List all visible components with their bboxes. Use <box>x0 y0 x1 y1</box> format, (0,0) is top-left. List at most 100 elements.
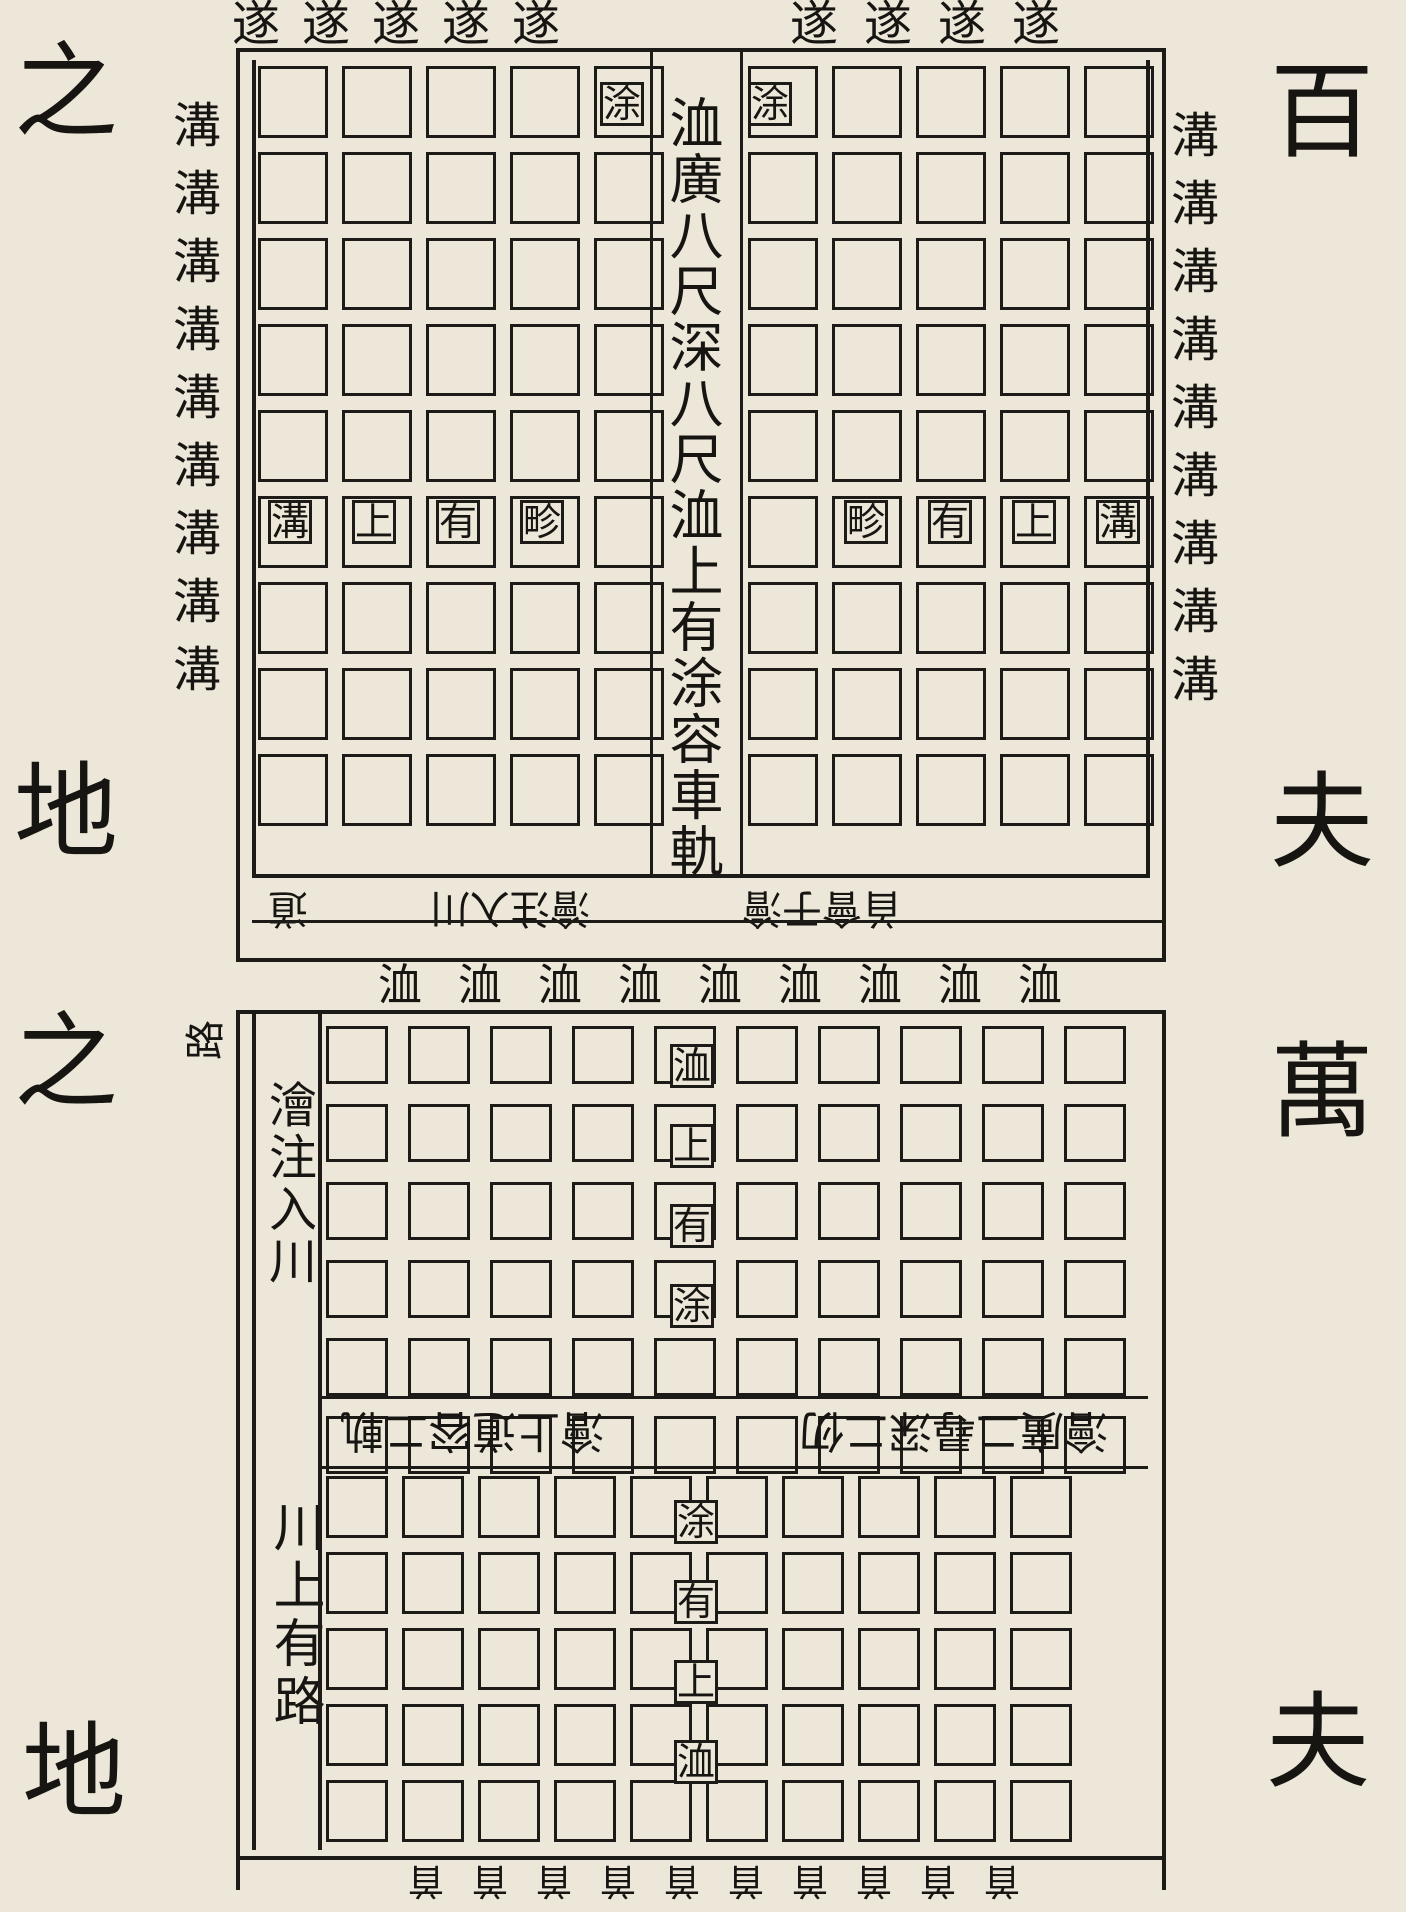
bottom-upper-cell <box>572 1026 634 1084</box>
bottom-upper-cell <box>490 1416 552 1474</box>
bottom-lower-marker: 上 <box>674 1660 718 1704</box>
bottom-inner-left <box>252 1014 256 1850</box>
top-left-cell <box>510 496 580 568</box>
bottom-lower-cell <box>858 1552 920 1614</box>
bottom-upper-cell <box>1064 1026 1126 1084</box>
top-left-cell <box>594 754 664 826</box>
top-left-cell <box>510 410 580 482</box>
center-note-xu: 洫廣八尺深八尺洫上有涂容車軌 <box>660 95 723 879</box>
top-left-marker: 溝 <box>268 500 312 544</box>
top-left-cell <box>426 754 496 826</box>
top-left-cell <box>342 410 412 482</box>
top-left-cell <box>594 238 664 310</box>
top-right-cell <box>1000 66 1070 138</box>
left-char-1: 之 <box>14 31 119 153</box>
bottom-upper-cell <box>982 1182 1044 1240</box>
bottom-lower-cell <box>630 1704 692 1766</box>
top-left-cell <box>510 152 580 224</box>
top-left-cell <box>594 668 664 740</box>
bottom-upper-cell <box>1064 1104 1126 1162</box>
bottom-upper-cell <box>982 1026 1044 1084</box>
top-right-cell <box>1084 668 1154 740</box>
top-left-cell <box>510 324 580 396</box>
bottom-center-marker: 洫 <box>670 1044 714 1088</box>
top-right-cell <box>916 496 986 568</box>
top-frame-top <box>236 48 1166 52</box>
top-left-marker: 有 <box>436 500 480 544</box>
bottom-upper-cell <box>654 1338 716 1396</box>
bottom-lower-cell <box>402 1552 464 1614</box>
top-right-cell <box>916 238 986 310</box>
top-left-cell <box>594 410 664 482</box>
bottom-upper-cell <box>1064 1260 1126 1318</box>
bottom-lower-cell <box>402 1476 464 1538</box>
top-right-cell <box>916 410 986 482</box>
left-char-3: 之 <box>14 1001 119 1123</box>
top-frame-right <box>1162 48 1166 962</box>
top-left-cell <box>594 152 664 224</box>
top-left-cell <box>426 668 496 740</box>
bottom-lower-cell <box>782 1476 844 1538</box>
bottom-lower-cell <box>1010 1552 1072 1614</box>
bottom-upper-cell <box>408 1182 470 1240</box>
bottom-center-marker: 有 <box>670 1204 714 1248</box>
top-left-marker: 畛 <box>520 500 564 544</box>
top-left-cell <box>594 582 664 654</box>
bottom-upper-cell <box>900 1260 962 1318</box>
top-left-cell <box>426 582 496 654</box>
bottom-lower-cell <box>326 1780 388 1842</box>
top-left-cell <box>426 410 496 482</box>
top-band-line <box>252 920 1162 923</box>
bottom-lower-cell <box>934 1476 996 1538</box>
bottom-upper-cell <box>326 1338 388 1396</box>
bottom-lower-cell <box>478 1704 540 1766</box>
top-left-cell <box>594 66 664 138</box>
bottom-lower-cell <box>934 1780 996 1842</box>
top-right-cell <box>1000 324 1070 396</box>
bottom-lower-cell <box>706 1704 768 1766</box>
bottom-upper-cell <box>736 1026 798 1084</box>
top-right-cell <box>832 66 902 138</box>
bottom-lower-cell <box>326 1628 388 1690</box>
bottom-lower-cell <box>402 1704 464 1766</box>
bottom-upper-cell <box>1064 1338 1126 1396</box>
top-right-cell <box>1084 582 1154 654</box>
bottom-upper-cell <box>982 1104 1044 1162</box>
bottom-lower-cell <box>554 1552 616 1614</box>
top-left-cell <box>426 496 496 568</box>
bottom-lower-cell <box>934 1628 996 1690</box>
bottom-lower-cell <box>858 1476 920 1538</box>
bottom-lower-cell <box>478 1476 540 1538</box>
bottom-upper-cell <box>818 1416 880 1474</box>
right-char-1: 百 <box>1270 51 1375 173</box>
top-right-cell <box>1084 496 1154 568</box>
bottom-upper-cell <box>900 1338 962 1396</box>
top-left-cell <box>426 66 496 138</box>
top-left-cell <box>258 324 328 396</box>
top-right-marker: 溝 <box>1096 500 1140 544</box>
top-right-cell <box>832 754 902 826</box>
top-frame-bottom <box>236 958 1166 962</box>
bottom-lower-cell <box>630 1780 692 1842</box>
top-left-cell <box>594 324 664 396</box>
bottom-band-bottom <box>322 1466 1148 1469</box>
bottom-upper-cell <box>818 1338 880 1396</box>
band-kuai-width: 澮廣二尋深二仞 <box>800 1405 1108 1456</box>
top-left-cell <box>258 66 328 138</box>
top-left-cell <box>258 496 328 568</box>
left-char-4: 地 <box>22 1711 127 1833</box>
center-col-left <box>650 52 653 878</box>
top-left-cell <box>426 324 496 396</box>
bottom-upper-cell <box>900 1416 962 1474</box>
bottom-upper-cell <box>736 1260 798 1318</box>
bottom-lower-cell <box>630 1628 692 1690</box>
bottom-frame-right <box>1162 1010 1166 1890</box>
bottom-upper-cell <box>408 1416 470 1474</box>
bottom-lower-marker: 有 <box>674 1580 718 1624</box>
top-left-cell <box>342 754 412 826</box>
bottom-frame-top <box>236 1010 1166 1014</box>
right-char-4: 夫 <box>1266 1681 1371 1803</box>
top-right-marker: 上 <box>1012 500 1056 544</box>
top-right-cell <box>748 668 818 740</box>
top-left-cell <box>258 410 328 482</box>
